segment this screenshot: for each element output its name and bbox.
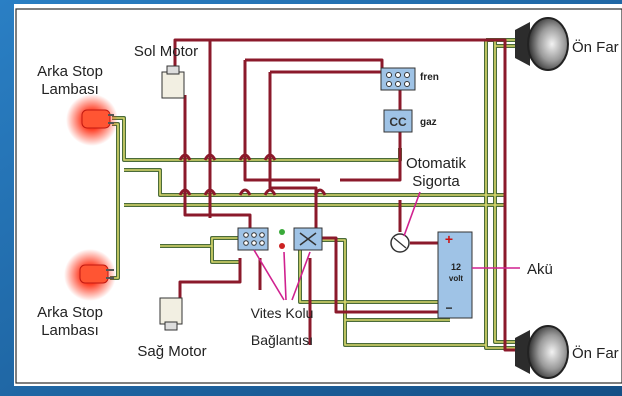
panel-border <box>15 8 622 384</box>
arka-stop-bottom-line2: Lambası <box>41 322 99 339</box>
automatic-fuse <box>390 233 410 253</box>
sol-motor-label: Sol Motor <box>134 43 198 60</box>
gear-switch-right <box>293 227 323 251</box>
battery-voltage-label: 12 <box>451 262 461 272</box>
gear-switch-left <box>237 227 269 251</box>
headlight-top <box>515 17 569 71</box>
right-motor <box>159 297 183 331</box>
arka-stop-top-line2: Lambası <box>41 81 99 98</box>
aku-label: Akü <box>527 261 553 278</box>
sag-motor-label: Sağ Motor <box>137 343 206 360</box>
headlight-bottom <box>515 325 569 379</box>
labels: Arka Stop Lambası Arka Stop Lambası Sol … <box>37 38 619 362</box>
gaz-label: gaz <box>420 117 437 128</box>
vites-kolu-line1: Vites Kolu <box>251 305 314 321</box>
vites-kolu-line2: Bağlantısı <box>251 332 313 348</box>
gas-switch: CC <box>383 109 413 133</box>
brake-switch <box>380 67 416 91</box>
battery-plus-label: + <box>445 231 453 247</box>
wire-hops <box>178 153 327 196</box>
on-far-top-label: Ön Far <box>572 38 619 56</box>
otomatik-sigorta-line2: Sigorta <box>412 173 460 190</box>
rear-stop-lamp-bottom <box>64 249 116 301</box>
left-motor <box>161 65 185 99</box>
rear-stop-lamp-top <box>66 94 118 146</box>
svg-text:CC: CC <box>389 115 407 129</box>
battery-unit-label: volt <box>449 274 464 283</box>
arka-stop-bottom-line1: Arka Stop <box>37 304 103 321</box>
callouts <box>253 191 520 301</box>
fren-label: fren <box>420 72 439 83</box>
arka-stop-top-line1: Arka Stop <box>37 63 103 80</box>
battery <box>437 231 473 319</box>
junction-dots <box>279 229 285 249</box>
battery-minus-label: − <box>445 301 452 315</box>
on-far-bottom-label: Ön Far <box>572 344 619 362</box>
otomatik-sigorta-line1: Otomatik <box>406 155 467 172</box>
